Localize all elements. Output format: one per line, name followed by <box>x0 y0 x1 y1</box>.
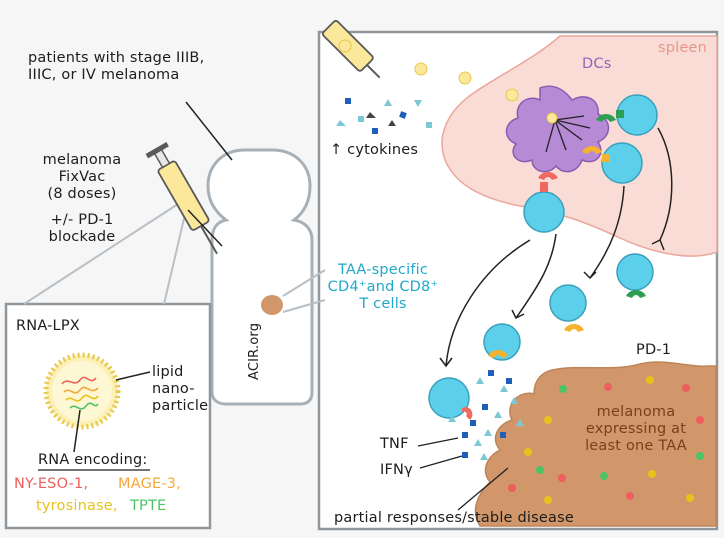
tcr-stub <box>616 110 624 118</box>
dc-internal-arrows <box>545 115 591 153</box>
pd1-blockade-label: +/- PD-1 blockade <box>48 212 116 245</box>
syringe-callout-line <box>23 203 187 305</box>
ifn-label: IFNγ <box>380 462 413 478</box>
rna-pointer-line <box>73 409 81 453</box>
lipid-label: lipid nano- particle <box>152 364 209 414</box>
receptor-yellow <box>582 146 602 154</box>
tcr-stub <box>602 154 610 162</box>
tcells-label: TAA-specific CD4⁺and CD8⁺ T cells <box>327 262 439 312</box>
tnf-label: TNF <box>380 436 409 452</box>
receptor-red <box>538 172 558 180</box>
cytokine-particles <box>336 98 432 134</box>
migration-arrows <box>439 127 673 368</box>
label-pointers <box>185 101 233 247</box>
antigen-ny-eso-1: NY-ESO-1, <box>14 476 89 492</box>
receptor-yellow <box>564 324 584 332</box>
vaccine-syringe <box>145 142 218 255</box>
tumor-mass <box>474 361 717 527</box>
dc-rna-lpx <box>546 112 558 124</box>
t-cells-at-dc <box>523 94 658 233</box>
outcome-label: partial responses/stable disease <box>334 510 574 526</box>
dendritic-cell <box>505 85 610 173</box>
tnf-ifn-particles <box>448 370 524 460</box>
credit-label: ACIR.org <box>247 322 262 380</box>
spleen-label: spleen <box>658 40 708 56</box>
dcs-label: DCs <box>582 56 612 72</box>
antigen-tpte: TPTE <box>130 498 167 514</box>
antigen-tyrosinase: tyrosinase, <box>36 498 118 514</box>
receptor-red <box>462 407 473 420</box>
antigen-mage-3: MAGE-3, <box>118 476 182 492</box>
rna-lpx-box <box>4 302 212 530</box>
tumor-label: melanoma expressing at least one TAA <box>585 404 687 454</box>
vaccine-label: melanoma FixVac (8 doses) <box>42 152 122 202</box>
rna-lpx-title: RNA-LPX <box>16 318 80 334</box>
patient-tumor <box>261 295 283 315</box>
receptor-green <box>626 290 646 298</box>
tumor-callout-line <box>282 269 326 313</box>
tcr-stub <box>540 182 548 192</box>
patient-body <box>206 148 314 406</box>
cytokines-label: ↑ cytokines <box>330 142 419 158</box>
lipid-pointer-line <box>115 371 151 381</box>
receptor-green <box>596 114 616 122</box>
tumor-antigen-dots <box>508 376 704 504</box>
encoding-title: RNA encoding: <box>38 452 148 468</box>
tnf-ifn-pointers <box>417 437 463 469</box>
pd1-label: PD-1 <box>636 342 672 358</box>
migrating-t-cells <box>428 253 654 419</box>
receptor-yellow <box>488 350 508 358</box>
patients-label: patients with stage IIIB, IIIC, or IV me… <box>28 50 205 83</box>
outcome-pointer <box>457 467 509 511</box>
lipid-nanoparticle <box>43 352 121 430</box>
